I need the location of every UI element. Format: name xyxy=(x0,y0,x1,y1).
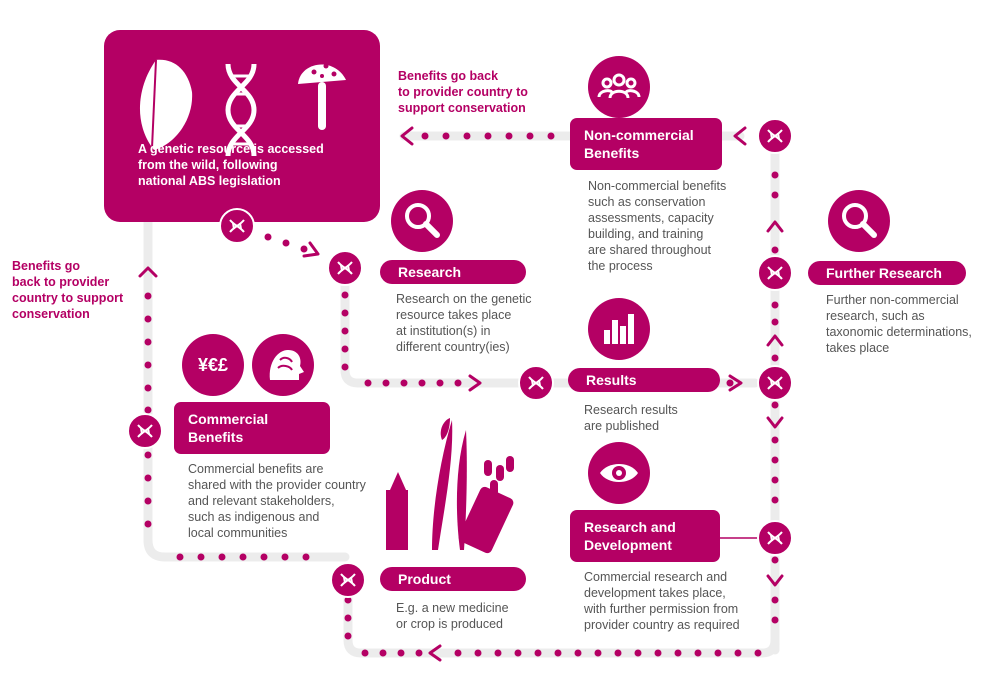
stage-noncommercial-benefits: Non-commercial Benefits xyxy=(570,118,722,170)
dna-node-icon-rnd xyxy=(757,520,793,556)
dna-node-icon-research xyxy=(327,250,363,286)
mushroom-icon xyxy=(298,63,346,130)
noncommercial-description: Non-commercial benefits such as conserva… xyxy=(588,179,727,273)
research-description: Research on the genetic resource takes p… xyxy=(396,292,532,354)
arrow-chevrons xyxy=(138,126,784,662)
rnd-description: Commercial research and development take… xyxy=(584,570,740,632)
eye-icon xyxy=(588,442,650,504)
path-dots xyxy=(144,132,779,657)
dna-node-icon-noncommercial xyxy=(757,118,793,154)
currency-symbols: ¥€£ xyxy=(197,355,229,375)
magnifier-icon xyxy=(391,190,453,252)
stage-research-and-development: Research and Development xyxy=(570,510,720,562)
commercial-description: Commercial benefits are shared with the … xyxy=(188,462,366,540)
source-icons xyxy=(139,59,346,157)
return-left-text: Benefits go back to provider country to … xyxy=(12,259,124,321)
path-left xyxy=(143,210,350,562)
path-bottom xyxy=(343,580,780,658)
dna-icon xyxy=(225,63,257,157)
return-top-text: Benefits go back to provider country to … xyxy=(398,69,528,115)
stage-research: Research xyxy=(380,260,526,284)
dna-node-icon-source xyxy=(219,208,255,244)
dna-node-icon-further xyxy=(757,255,793,291)
source-box xyxy=(104,30,380,222)
product-icon xyxy=(386,418,514,554)
magnifier-icon-further xyxy=(828,190,890,252)
dna-node-icon-right xyxy=(757,365,793,401)
dna-node-icon-results xyxy=(518,365,554,401)
dna-node-icon-product xyxy=(330,562,366,598)
currency-icon: ¥€£ xyxy=(182,334,244,396)
stage-further-research: Further Research xyxy=(808,261,966,285)
dna-node-icon-commercial xyxy=(127,413,163,449)
product-description: E.g. a new medicine or crop is produced xyxy=(396,601,509,631)
results-description: Research results are published xyxy=(584,403,678,433)
brain-icon xyxy=(252,334,314,396)
people-icon xyxy=(588,56,650,118)
further-description: Further non-commercial research, such as… xyxy=(826,293,972,355)
stage-product: Product xyxy=(380,567,526,591)
bar-chart-icon xyxy=(588,298,650,360)
source-text: A genetic resource is accessed from the … xyxy=(138,142,324,188)
leaf-icon xyxy=(139,59,193,150)
stage-commercial-benefits: Commercial Benefits xyxy=(174,402,330,454)
stage-results: Results xyxy=(568,368,720,392)
